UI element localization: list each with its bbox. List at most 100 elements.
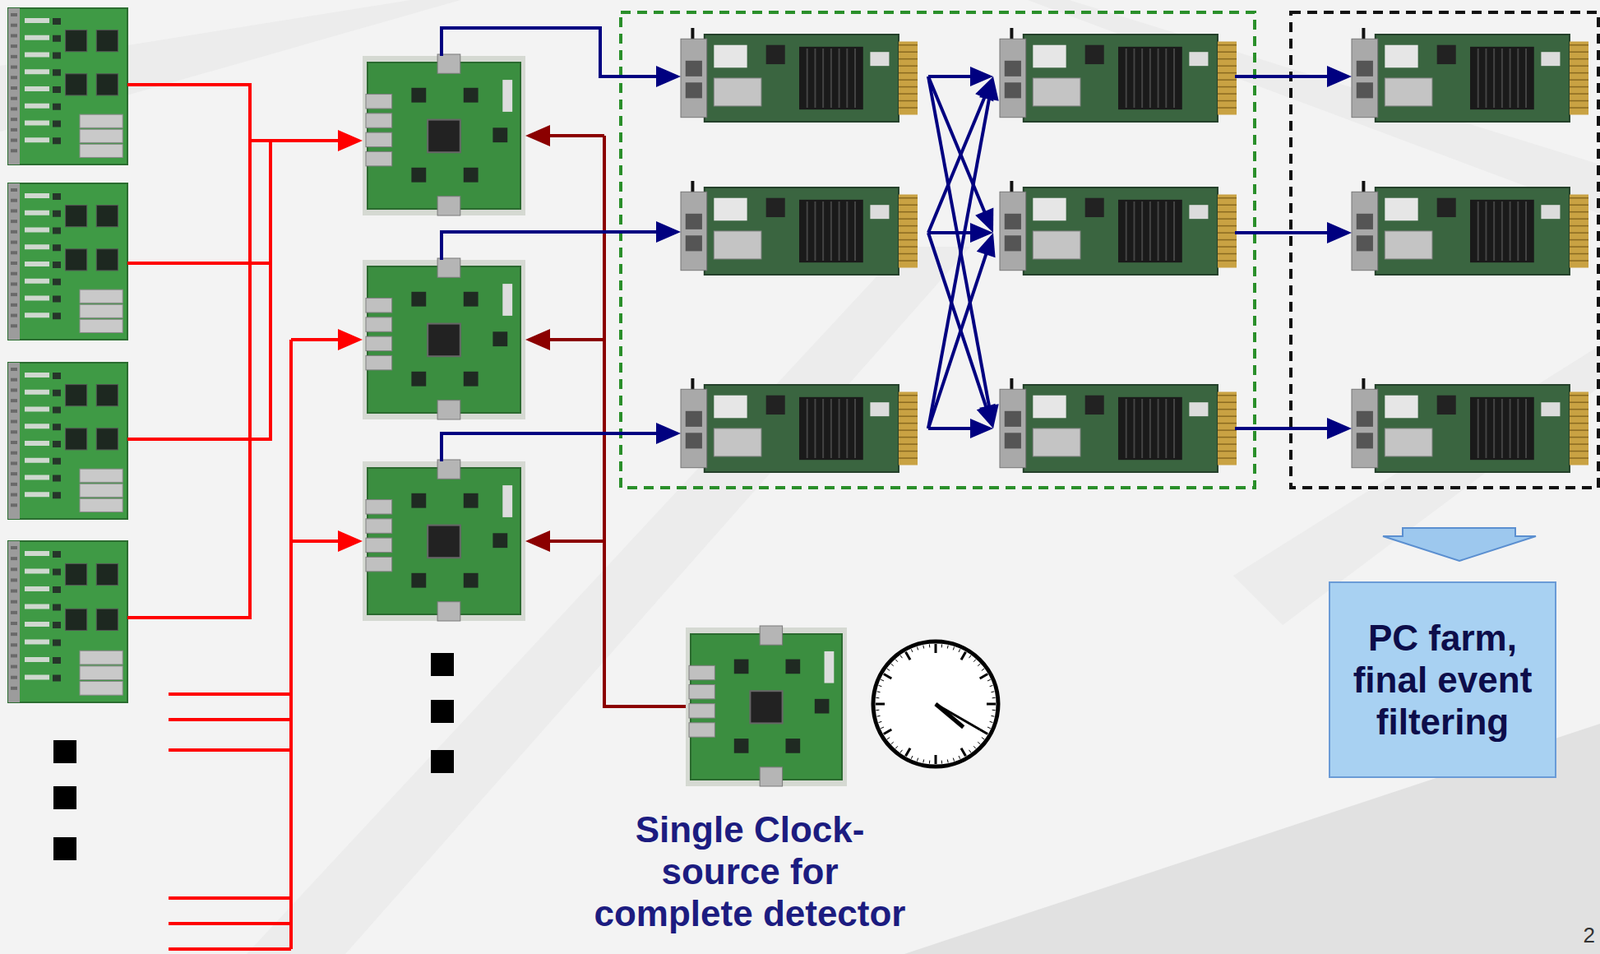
connector-pin (10, 86, 18, 90)
clock-tick (977, 663, 981, 666)
connector-finger (1569, 64, 1589, 67)
fpga-card (1351, 27, 1589, 122)
channel (24, 261, 50, 267)
pcb (1375, 187, 1570, 275)
chip (411, 87, 426, 103)
pcb (704, 187, 899, 275)
heatsink-fin (1516, 201, 1519, 261)
connector-pin (10, 128, 18, 132)
front-panel (999, 388, 1027, 468)
connector-finger (1217, 50, 1237, 53)
component (1540, 204, 1560, 219)
connector-finger (1217, 78, 1237, 81)
channel (24, 568, 50, 574)
clock-face (873, 641, 999, 767)
sticker (1384, 45, 1418, 69)
heatsink-fin (1165, 201, 1167, 261)
board-connector (8, 183, 20, 340)
sfp-cage (689, 722, 715, 737)
wires (127, 27, 1329, 949)
port (1004, 432, 1022, 449)
connector-finger (1217, 92, 1237, 95)
board-connector (8, 8, 20, 165)
edge-connector (1217, 41, 1237, 115)
heatsink (1470, 199, 1535, 263)
data-link (127, 140, 271, 440)
connector-finger (1569, 58, 1589, 61)
chip (411, 291, 426, 307)
pcb (704, 384, 899, 472)
heatsink-fin (1509, 201, 1512, 261)
sfp-cage (713, 78, 762, 107)
connector-finger (1217, 239, 1237, 241)
connector-pin (10, 388, 18, 392)
heatsink-fin (1141, 398, 1143, 458)
heatsink-fin (813, 48, 816, 108)
sticker (1032, 198, 1066, 222)
component (52, 137, 61, 144)
clock-tick (883, 674, 893, 680)
clock-tick (992, 709, 996, 711)
connector-finger (1569, 443, 1589, 445)
connector-finger (1569, 429, 1589, 431)
clock-tick (986, 702, 996, 706)
connector-finger (1569, 239, 1589, 241)
data-link (291, 539, 340, 543)
connector-finger (898, 78, 918, 81)
clock-tick (878, 721, 883, 722)
node-text: PC farm, final event filtering (1338, 616, 1547, 743)
connector-pin (10, 138, 18, 143)
connector-finger (1569, 211, 1589, 213)
connector-pin (10, 219, 18, 223)
component (1437, 198, 1457, 218)
chip (786, 659, 801, 675)
heatsink-fin (830, 398, 833, 458)
chip (65, 205, 88, 227)
heatsink-fin (1173, 48, 1175, 108)
clock-link (604, 135, 686, 707)
connector-pin (10, 303, 18, 307)
front-panel (1351, 191, 1379, 270)
connector-finger (898, 401, 918, 403)
heatsink (799, 397, 864, 460)
port (685, 213, 703, 230)
component (869, 402, 889, 417)
heatsink-fin (854, 48, 856, 108)
chip (492, 127, 508, 143)
chip (734, 738, 750, 754)
pcb (8, 541, 128, 703)
fpga-chip (427, 120, 461, 153)
edge-connector (898, 194, 918, 268)
clock-tick (878, 684, 883, 686)
connector (437, 601, 461, 621)
clock-link (548, 337, 605, 342)
ellipsis-dot (53, 739, 77, 764)
clock-tick (880, 726, 884, 729)
component (502, 79, 513, 112)
clock-tick (934, 754, 938, 764)
connector-finger (1217, 245, 1237, 248)
arrowhead (525, 530, 551, 552)
arrowhead (970, 418, 994, 439)
ellipsis-dot (430, 652, 454, 676)
clock-tick (961, 652, 967, 661)
clock-tick (980, 729, 989, 735)
sfp-cage (1032, 231, 1081, 259)
component (766, 395, 786, 415)
arrowhead (1327, 65, 1352, 88)
sfp-cage (365, 336, 393, 351)
clock-tick (989, 684, 994, 686)
connector (437, 400, 461, 420)
block-arrow (1382, 527, 1536, 561)
connector-finger (1569, 394, 1589, 397)
data-link (168, 717, 292, 722)
photo-ground (362, 55, 526, 216)
sfp-cage (689, 684, 715, 699)
heatsink-fin (1493, 201, 1495, 261)
component (52, 35, 61, 42)
component (52, 440, 61, 448)
channel (24, 52, 50, 58)
clock-tick (910, 648, 913, 653)
chip (65, 249, 88, 271)
data-link (249, 138, 340, 143)
